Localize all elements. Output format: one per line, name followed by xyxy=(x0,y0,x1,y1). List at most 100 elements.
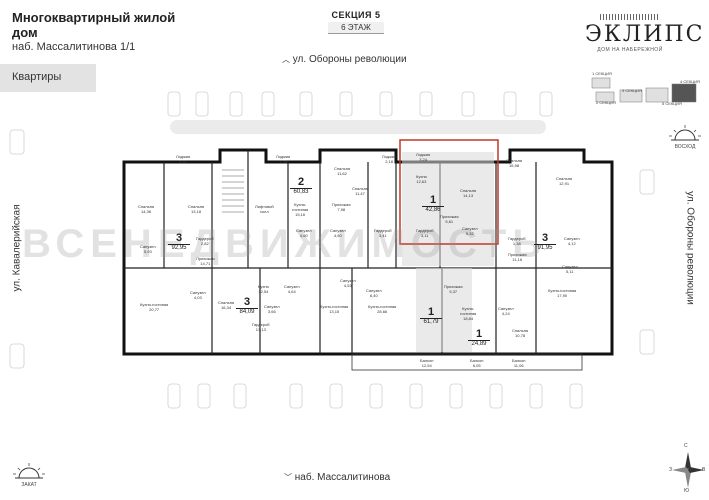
room-label: Кухня-гостиная 17,90 xyxy=(548,288,577,298)
apartment-area: 84,09 xyxy=(236,308,258,315)
room-label: Спальня 16,98 xyxy=(506,158,523,168)
room-label: Спальня 11,62 xyxy=(334,166,351,176)
apartment-area: 61,79 xyxy=(420,318,442,325)
apartment-area: 42,86 xyxy=(422,206,444,213)
sunrise-icon xyxy=(669,125,701,141)
apartment-4[interactable]: 3 91,95 xyxy=(534,232,556,251)
room-label: Санузел 4,03 xyxy=(190,290,206,300)
room-label: Санузел 4,53 xyxy=(340,278,356,288)
apartment-6[interactable]: 1 61,79 xyxy=(420,306,442,325)
room-label: Лоджия 3,41 xyxy=(176,154,191,164)
room-label: Гардероб 1,38 xyxy=(508,236,526,246)
sunset-label: ЗАКАТ xyxy=(21,482,37,488)
apartment-rooms: 2 xyxy=(297,176,305,188)
room-label: Кухня-гостиная 20,77 xyxy=(140,302,169,312)
apartment-rooms: 1 xyxy=(429,194,437,206)
room-label: Лоджия 3,24 xyxy=(416,152,431,162)
sunrise-label: ВОСХОД xyxy=(674,144,696,150)
room-label: Гардероб 2,82 xyxy=(196,236,214,246)
sunset-icon xyxy=(13,463,45,479)
room-label: Спальня 16,34 xyxy=(218,300,235,310)
room-label: Санузел 5,11 xyxy=(562,264,578,274)
room-label: Санузел 5,32 xyxy=(462,226,478,236)
key-plan xyxy=(591,77,697,103)
room-label: Санузел 5,93 xyxy=(140,244,156,254)
room-label: Балкон 12,54 xyxy=(420,358,434,368)
watermark: ВСЕНЕДВИЖИМОСТЬ xyxy=(22,222,548,266)
room-label: Прихожая 14,71 xyxy=(196,256,215,266)
street-top: ︿ ул. Обороны революции xyxy=(282,54,407,65)
room-label: Балкон 11,06 xyxy=(512,358,526,368)
room-label: Кухня 12,63 xyxy=(416,174,427,184)
apartment-area: 91,95 xyxy=(534,244,556,251)
apartment-rooms: 3 xyxy=(175,232,183,244)
keyplan-section-4: 4 СЕКЦИЯ xyxy=(680,79,700,84)
compass-west: З xyxy=(669,467,673,473)
apartment-rooms: 3 xyxy=(541,232,549,244)
keyplan-section-1: 1 СЕКЦИЯ xyxy=(592,71,612,76)
apartments-button-label: Квартиры xyxy=(12,71,62,83)
room-label: Прихожая 7,98 xyxy=(332,202,351,212)
floor-selector[interactable]: 6 ЭТАЖ xyxy=(328,22,384,34)
apartment-rooms: 1 xyxy=(475,328,483,340)
room-label: Спальня 13,18 xyxy=(188,204,205,214)
compass-east: В xyxy=(702,467,706,473)
room-label: Санузел 4,24 xyxy=(498,306,514,316)
building-title: Многоквартирный жилой дом xyxy=(12,10,176,40)
street-bottom: ﹀ наб. Массалитинова xyxy=(284,472,390,483)
section-indicator: СЕКЦИЯ 5 6 ЭТАЖ xyxy=(328,10,384,34)
room-label: Прихожая 11,16 xyxy=(508,252,527,262)
street-bottom-label: наб. Массалитинова xyxy=(294,472,391,483)
logo-ornament xyxy=(600,14,660,20)
room-label: Лифтовой холл xyxy=(255,204,274,214)
apartment-2[interactable]: 2 60,83 xyxy=(290,176,312,195)
apartment-area: 60,83 xyxy=(290,188,312,195)
apartment-rooms: 1 xyxy=(427,306,435,318)
section-label: СЕКЦИЯ 5 xyxy=(331,10,381,20)
apartment-7[interactable]: 1 24,89 xyxy=(468,328,490,347)
logo-tagline: ДОМ НА НАБЕРЕЖНОЙ xyxy=(597,47,663,53)
room-label: Кухня- гостиная 18,84 xyxy=(460,306,477,321)
room-label: Прихожая 5,61 xyxy=(440,214,459,224)
room-label: Санузел 4,50 xyxy=(330,228,346,238)
room-label: Спальня 11,47 xyxy=(352,186,369,196)
apartments-button[interactable]: Квартиры xyxy=(0,64,96,92)
keyplan-section-3: 3 СЕКЦИЯ xyxy=(622,88,642,93)
room-label: Санузел 6,40 xyxy=(366,288,382,298)
chevron-up-icon: ︿ xyxy=(282,55,290,64)
apartment-area: 92,95 xyxy=(168,244,190,251)
room-label: Санузел 3,66 xyxy=(264,304,280,314)
room-label: Спальня 10,78 xyxy=(512,328,529,338)
compass-rose-icon xyxy=(672,452,704,488)
room-label: Гардероб 3,11 xyxy=(416,228,434,238)
room-label: Лоджия 1,98 xyxy=(276,154,291,164)
chevron-down-icon: ﹀ xyxy=(284,473,292,482)
room-label: Кухня-гостиная 28,66 xyxy=(368,304,397,314)
room-label: Кухня 12,54 xyxy=(258,284,269,294)
street-top-label: ул. Обороны революции xyxy=(292,54,407,65)
room-label: Лоджия 2,18 xyxy=(382,154,397,164)
keyplan-section-5: 5 СЕКЦИЯ xyxy=(662,101,682,106)
room-label: Прихожая 5,37 xyxy=(444,284,463,294)
apartment-5[interactable]: 3 84,09 xyxy=(236,296,258,315)
room-label: Гардероб 3,41 xyxy=(374,228,392,238)
apartment-3[interactable]: 1 42,86 xyxy=(422,194,444,213)
building-address: наб. Массалитинова 1/1 xyxy=(12,41,136,53)
room-label: Санузел 4,12 xyxy=(564,236,580,246)
room-label: Спальня 14,36 xyxy=(138,204,155,214)
room-label: Санузел 4,60 xyxy=(296,228,312,238)
room-label: Балкон 6,05 xyxy=(470,358,484,368)
compass-south: Ю xyxy=(684,488,690,494)
apartment-rooms: 3 xyxy=(243,296,251,308)
apartment-area: 24,89 xyxy=(468,340,490,347)
apartment-1[interactable]: 3 92,95 xyxy=(168,232,190,251)
room-label: Санузел 4,64 xyxy=(284,284,300,294)
room-label: Кухня-гостиная 13,15 xyxy=(320,304,349,314)
compass-north: С xyxy=(684,443,688,449)
room-label: Гардероб 13,13 xyxy=(252,322,270,332)
room-label: Спальня 12,91 xyxy=(556,176,573,186)
room-label: Спальня 14,13 xyxy=(460,188,477,198)
room-label: Кухня- гостиная 15,16 xyxy=(292,202,309,217)
keyplan-section-2: 2 СЕКЦИЯ xyxy=(596,100,616,105)
